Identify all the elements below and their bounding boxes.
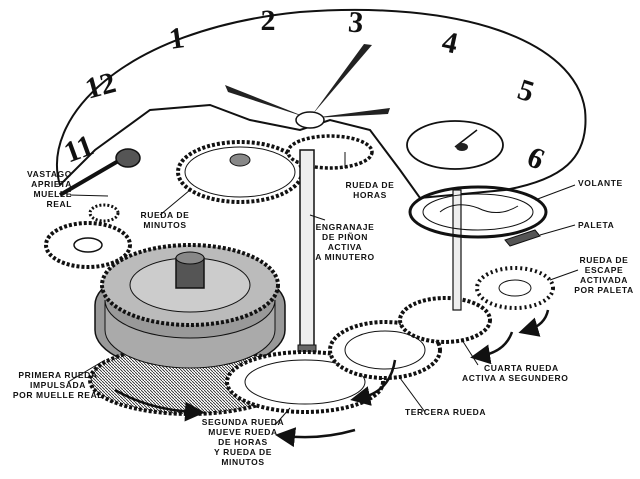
label-third-wheel: TERCERA RUEDA <box>405 407 487 417</box>
leader-lines <box>67 152 579 426</box>
dial-numeral-1: 1 <box>167 21 186 56</box>
minute-wheel <box>176 140 304 204</box>
label-balance: VOLANTE <box>578 178 623 188</box>
ratchet-wheel <box>44 221 132 269</box>
label-pallet: PALETA <box>578 220 615 230</box>
dial-numeral-4: 4 <box>439 25 461 60</box>
dial-numeral-2: 2 <box>261 4 276 37</box>
balance-wheel <box>408 185 548 239</box>
watch-hands <box>225 44 390 129</box>
rotation-arrows <box>114 309 550 448</box>
fourth-wheel <box>398 189 492 344</box>
pallet-fork <box>504 229 541 247</box>
mainspring-barrel <box>88 243 292 416</box>
seconds-subdial <box>406 120 504 170</box>
dial-numeral-3: 3 <box>347 5 365 39</box>
winding-stem <box>58 148 141 223</box>
escape-wheel <box>475 266 555 310</box>
